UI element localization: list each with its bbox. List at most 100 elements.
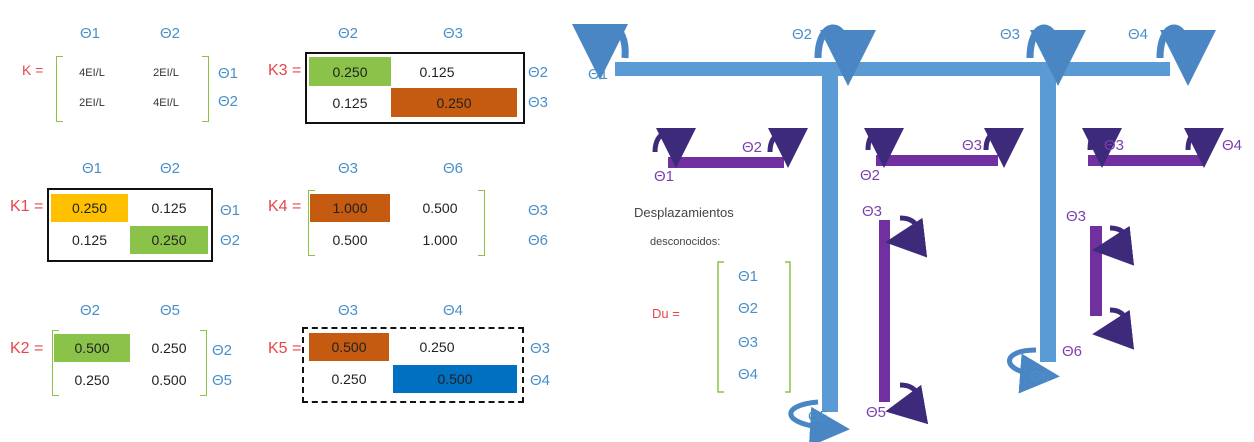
element-3-label-start: Θ3 [1104, 137, 1125, 154]
k4-c11: 1.000 [310, 194, 390, 222]
column-2 [1040, 70, 1056, 362]
k-general-c11: 4EI/L [79, 67, 105, 79]
k-general-col2: Θ2 [160, 25, 181, 42]
element-2-arrow-left [863, 127, 904, 168]
k3-c12: 0.125 [419, 63, 455, 80]
k5-box [302, 327, 524, 403]
element-1-label-start: Θ1 [654, 168, 675, 185]
element-2-arrow-right [983, 127, 1024, 168]
k3-c11: 0.250 [309, 57, 391, 86]
element-1-arrow-left [652, 127, 696, 168]
k4-row2: Θ6 [528, 232, 549, 249]
k-general-label: K = [22, 62, 44, 78]
k2-bracket-right [200, 330, 207, 396]
element-1-bar [668, 157, 784, 168]
rotation-arrow-theta1 [572, 23, 629, 80]
k5-c21: 0.250 [331, 371, 367, 387]
k2-c22: 0.500 [151, 372, 187, 388]
element-1-arrow-right [767, 127, 808, 168]
element-2-label-start: Θ2 [860, 167, 881, 184]
k5-row2: Θ4 [530, 372, 551, 389]
k1-c21: 0.125 [71, 232, 108, 248]
k3-c21: 0.125 [332, 94, 368, 111]
unknowns-title: Desplazamientos [634, 205, 734, 220]
k2-c11: 0.500 [54, 334, 130, 362]
element-4-arrow-top [885, 215, 928, 258]
k4-col1: Θ3 [338, 160, 359, 177]
k4-label: K4 = [268, 198, 302, 215]
k3-col1: Θ2 [338, 25, 359, 42]
k-general-c21: 2EI/L [79, 97, 105, 109]
k1-col2: Θ2 [160, 160, 181, 177]
frame-label-theta5: Θ5 [808, 408, 829, 425]
k5-label: K5 = [268, 340, 302, 357]
element-4-label-start: Θ3 [862, 203, 883, 220]
frame-label-theta1: Θ1 [588, 66, 609, 83]
unknowns-subtitle: desconocidos: [650, 236, 721, 248]
du-theta2: Θ2 [737, 300, 758, 317]
k1-col1: Θ1 [82, 160, 103, 177]
k4-bracket-left [308, 190, 315, 256]
frame-label-theta6-base: Θ6 [1030, 368, 1051, 385]
frame-label-theta4: Θ4 [1128, 26, 1149, 43]
k2-row2: Θ5 [212, 372, 233, 389]
k-general-col1: Θ1 [80, 25, 101, 42]
k-general-c22: 4EI/L [153, 97, 179, 109]
k5-c22: 0.500 [393, 365, 517, 393]
k2-bracket-left [52, 330, 59, 396]
du-bracket-right [785, 261, 791, 393]
k-general-bracket-left [56, 56, 63, 122]
element-3-label-end: Θ4 [1222, 137, 1243, 154]
k5-col1: Θ3 [338, 302, 359, 319]
k3-c22: 0.250 [391, 88, 517, 117]
k-general-row1: Θ1 [218, 65, 239, 82]
k2-col1: Θ2 [80, 302, 101, 319]
k2-c21: 0.250 [74, 372, 110, 388]
k1-label: K1 = [10, 198, 44, 215]
k1-c12: 0.125 [151, 200, 187, 216]
du-theta3: Θ3 [737, 334, 758, 351]
du-label: Du = [652, 306, 680, 321]
beam-top [615, 62, 1170, 76]
element-4-bar [879, 220, 890, 402]
k4-col2: Θ6 [443, 160, 464, 177]
du-theta4: Θ4 [737, 366, 758, 383]
element-5-bar [1090, 226, 1102, 316]
du-theta1: Θ1 [737, 268, 758, 285]
k-general-c12: 2EI/L [153, 67, 179, 79]
k-general-row2: Θ2 [218, 93, 239, 110]
element-2-label-end: Θ3 [962, 137, 983, 154]
k5-c11: 0.500 [309, 333, 389, 361]
rotation-arrow-theta5 [788, 399, 850, 442]
k2-col2: Θ5 [160, 302, 181, 319]
k4-c12: 0.500 [422, 200, 458, 216]
k4-row1: Θ3 [528, 202, 549, 219]
frame-label-theta6: Θ6 [1062, 343, 1083, 360]
rotation-arrow-theta3 [1026, 24, 1086, 86]
element-5-arrow-top [1092, 225, 1135, 266]
rotation-arrow-theta2 [814, 24, 876, 86]
k2-label: K2 = [10, 340, 44, 357]
element-5-arrow-bottom [1092, 307, 1135, 350]
k3-col2: Θ3 [443, 25, 464, 42]
frame-label-theta3: Θ3 [1000, 26, 1021, 43]
rotation-arrow-theta4 [1156, 24, 1216, 86]
k1-row1: Θ1 [220, 202, 241, 219]
k4-c21: 0.500 [332, 232, 368, 248]
k3-box [305, 52, 525, 124]
frame-label-theta2: Θ2 [792, 26, 813, 43]
k5-col2: Θ4 [443, 302, 464, 319]
element-2-bar [876, 155, 998, 166]
element-3-arrow-right [1183, 127, 1224, 168]
k5-c12: 0.250 [419, 339, 455, 355]
element-4-arrow-bottom [885, 382, 929, 425]
k1-c11: 0.250 [51, 194, 128, 222]
k4-c22: 1.000 [422, 232, 458, 248]
element-5-label-start: Θ3 [1066, 208, 1087, 225]
k3-row1: Θ2 [528, 64, 549, 81]
k1-row2: Θ2 [220, 232, 241, 249]
element-3-bar [1088, 155, 1205, 166]
column-1 [822, 70, 838, 412]
k-general-bracket-right [202, 56, 209, 122]
